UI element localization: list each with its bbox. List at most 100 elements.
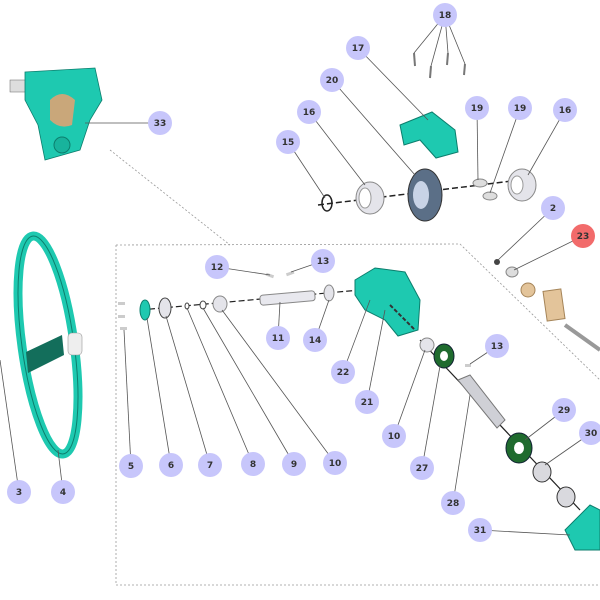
callout-label: 22 (337, 368, 350, 378)
detail-boundary (115, 245, 600, 586)
leader-line (513, 235, 584, 271)
callout-bubble (205, 255, 229, 279)
callout-bubble (355, 390, 379, 414)
callout-bubble (552, 398, 576, 422)
callout-29[interactable]: 29 (552, 398, 576, 422)
callout-15[interactable]: 15 (276, 130, 300, 154)
callout-bubble (508, 96, 532, 120)
leader-line (421, 365, 441, 469)
callout-label: 13 (317, 257, 330, 267)
callout-bubble (51, 480, 75, 504)
leader-line (357, 47, 429, 121)
callout-bubble (323, 451, 347, 475)
callout-20[interactable]: 20 (320, 68, 344, 92)
leader-line (308, 111, 366, 186)
callout-label: 31 (474, 526, 487, 536)
callout-5[interactable]: 5 (119, 454, 143, 478)
leader-line (479, 529, 571, 536)
callout-bubble (433, 3, 457, 27)
callout-label: 15 (282, 138, 295, 148)
callout-4[interactable]: 4 (51, 480, 75, 504)
callout-10[interactable]: 10 (323, 451, 347, 475)
leader-line (123, 329, 132, 467)
leader-line (366, 309, 386, 403)
callout-bubble (241, 452, 265, 476)
callout-18[interactable]: 18 (433, 3, 457, 27)
callout-label: 5 (128, 462, 134, 472)
callout-bubble (266, 326, 290, 350)
callout-bubble (297, 100, 321, 124)
callout-11[interactable]: 11 (266, 326, 290, 350)
callout-33[interactable]: 33 (148, 111, 172, 135)
leader-line (497, 207, 554, 261)
callout-19[interactable]: 19 (508, 96, 532, 120)
callout-2[interactable]: 2 (541, 196, 565, 220)
callout-21[interactable]: 21 (355, 390, 379, 414)
callout-28[interactable]: 28 (441, 491, 465, 515)
callout-label: 2 (550, 204, 556, 214)
leader-line (527, 109, 566, 176)
callout-27[interactable]: 27 (410, 456, 434, 480)
callout-label: 10 (388, 432, 401, 442)
callout-17[interactable]: 17 (346, 36, 370, 60)
callout-label: 11 (272, 334, 285, 344)
leader-line (489, 107, 521, 194)
side-parts (494, 259, 600, 352)
callout-22[interactable]: 22 (331, 360, 355, 384)
callout-14[interactable]: 14 (303, 328, 327, 352)
callout-label: 8 (250, 460, 256, 470)
leader-line (0, 359, 20, 493)
leader-line (202, 307, 295, 465)
callout-bubble (579, 421, 600, 445)
callout-label: 21 (361, 398, 374, 408)
callout-7[interactable]: 7 (198, 453, 222, 477)
callout-8[interactable]: 8 (241, 452, 265, 476)
callout-3[interactable]: 3 (7, 480, 31, 504)
callout-label: 33 (154, 119, 167, 129)
callout-6[interactable]: 6 (159, 453, 183, 477)
callout-bubble (311, 249, 335, 273)
callout-label: 12 (211, 263, 224, 273)
callout-bubble (7, 480, 31, 504)
callout-bubble (119, 454, 143, 478)
callout-bubble (148, 111, 172, 135)
callout-label: 20 (326, 76, 339, 86)
callout-bubble (282, 452, 306, 476)
callout-10[interactable]: 10 (382, 424, 406, 448)
callout-label: 23 (577, 232, 590, 242)
gearbox-housing-part (354, 267, 421, 337)
callout-12[interactable]: 12 (205, 255, 229, 279)
leader-line (452, 394, 471, 504)
callout-bubble (465, 96, 489, 120)
leader-line (165, 315, 211, 466)
leader-line (146, 317, 172, 466)
callout-label: 28 (447, 499, 460, 509)
callout-label: 16 (559, 106, 572, 116)
callout-13[interactable]: 13 (485, 334, 509, 358)
callout-9[interactable]: 9 (282, 452, 306, 476)
leader-line (342, 299, 371, 373)
callout-31[interactable]: 31 (468, 518, 492, 542)
callout-16[interactable]: 16 (297, 100, 321, 124)
callout-bubble (441, 491, 465, 515)
callout-23[interactable]: 23 (571, 224, 595, 248)
handwheel-part (13, 231, 83, 459)
callout-label: 14 (309, 336, 322, 346)
leader-line (221, 309, 336, 464)
callout-label: 9 (291, 460, 297, 470)
worm-shaft-parts (419, 337, 600, 551)
callout-bubble (410, 456, 434, 480)
callout-19[interactable]: 19 (465, 96, 489, 120)
callout-label: 19 (471, 104, 484, 114)
callout-label: 19 (514, 104, 527, 114)
callout-bubble (382, 424, 406, 448)
leader-line (331, 79, 416, 176)
callout-30[interactable]: 30 (579, 421, 600, 445)
callout-bubble (541, 196, 565, 220)
callout-label: 13 (491, 342, 504, 352)
callout-label: 17 (352, 44, 365, 54)
callout-13[interactable]: 13 (311, 249, 335, 273)
leader-line (476, 107, 479, 181)
callout-16[interactable]: 16 (553, 98, 577, 122)
